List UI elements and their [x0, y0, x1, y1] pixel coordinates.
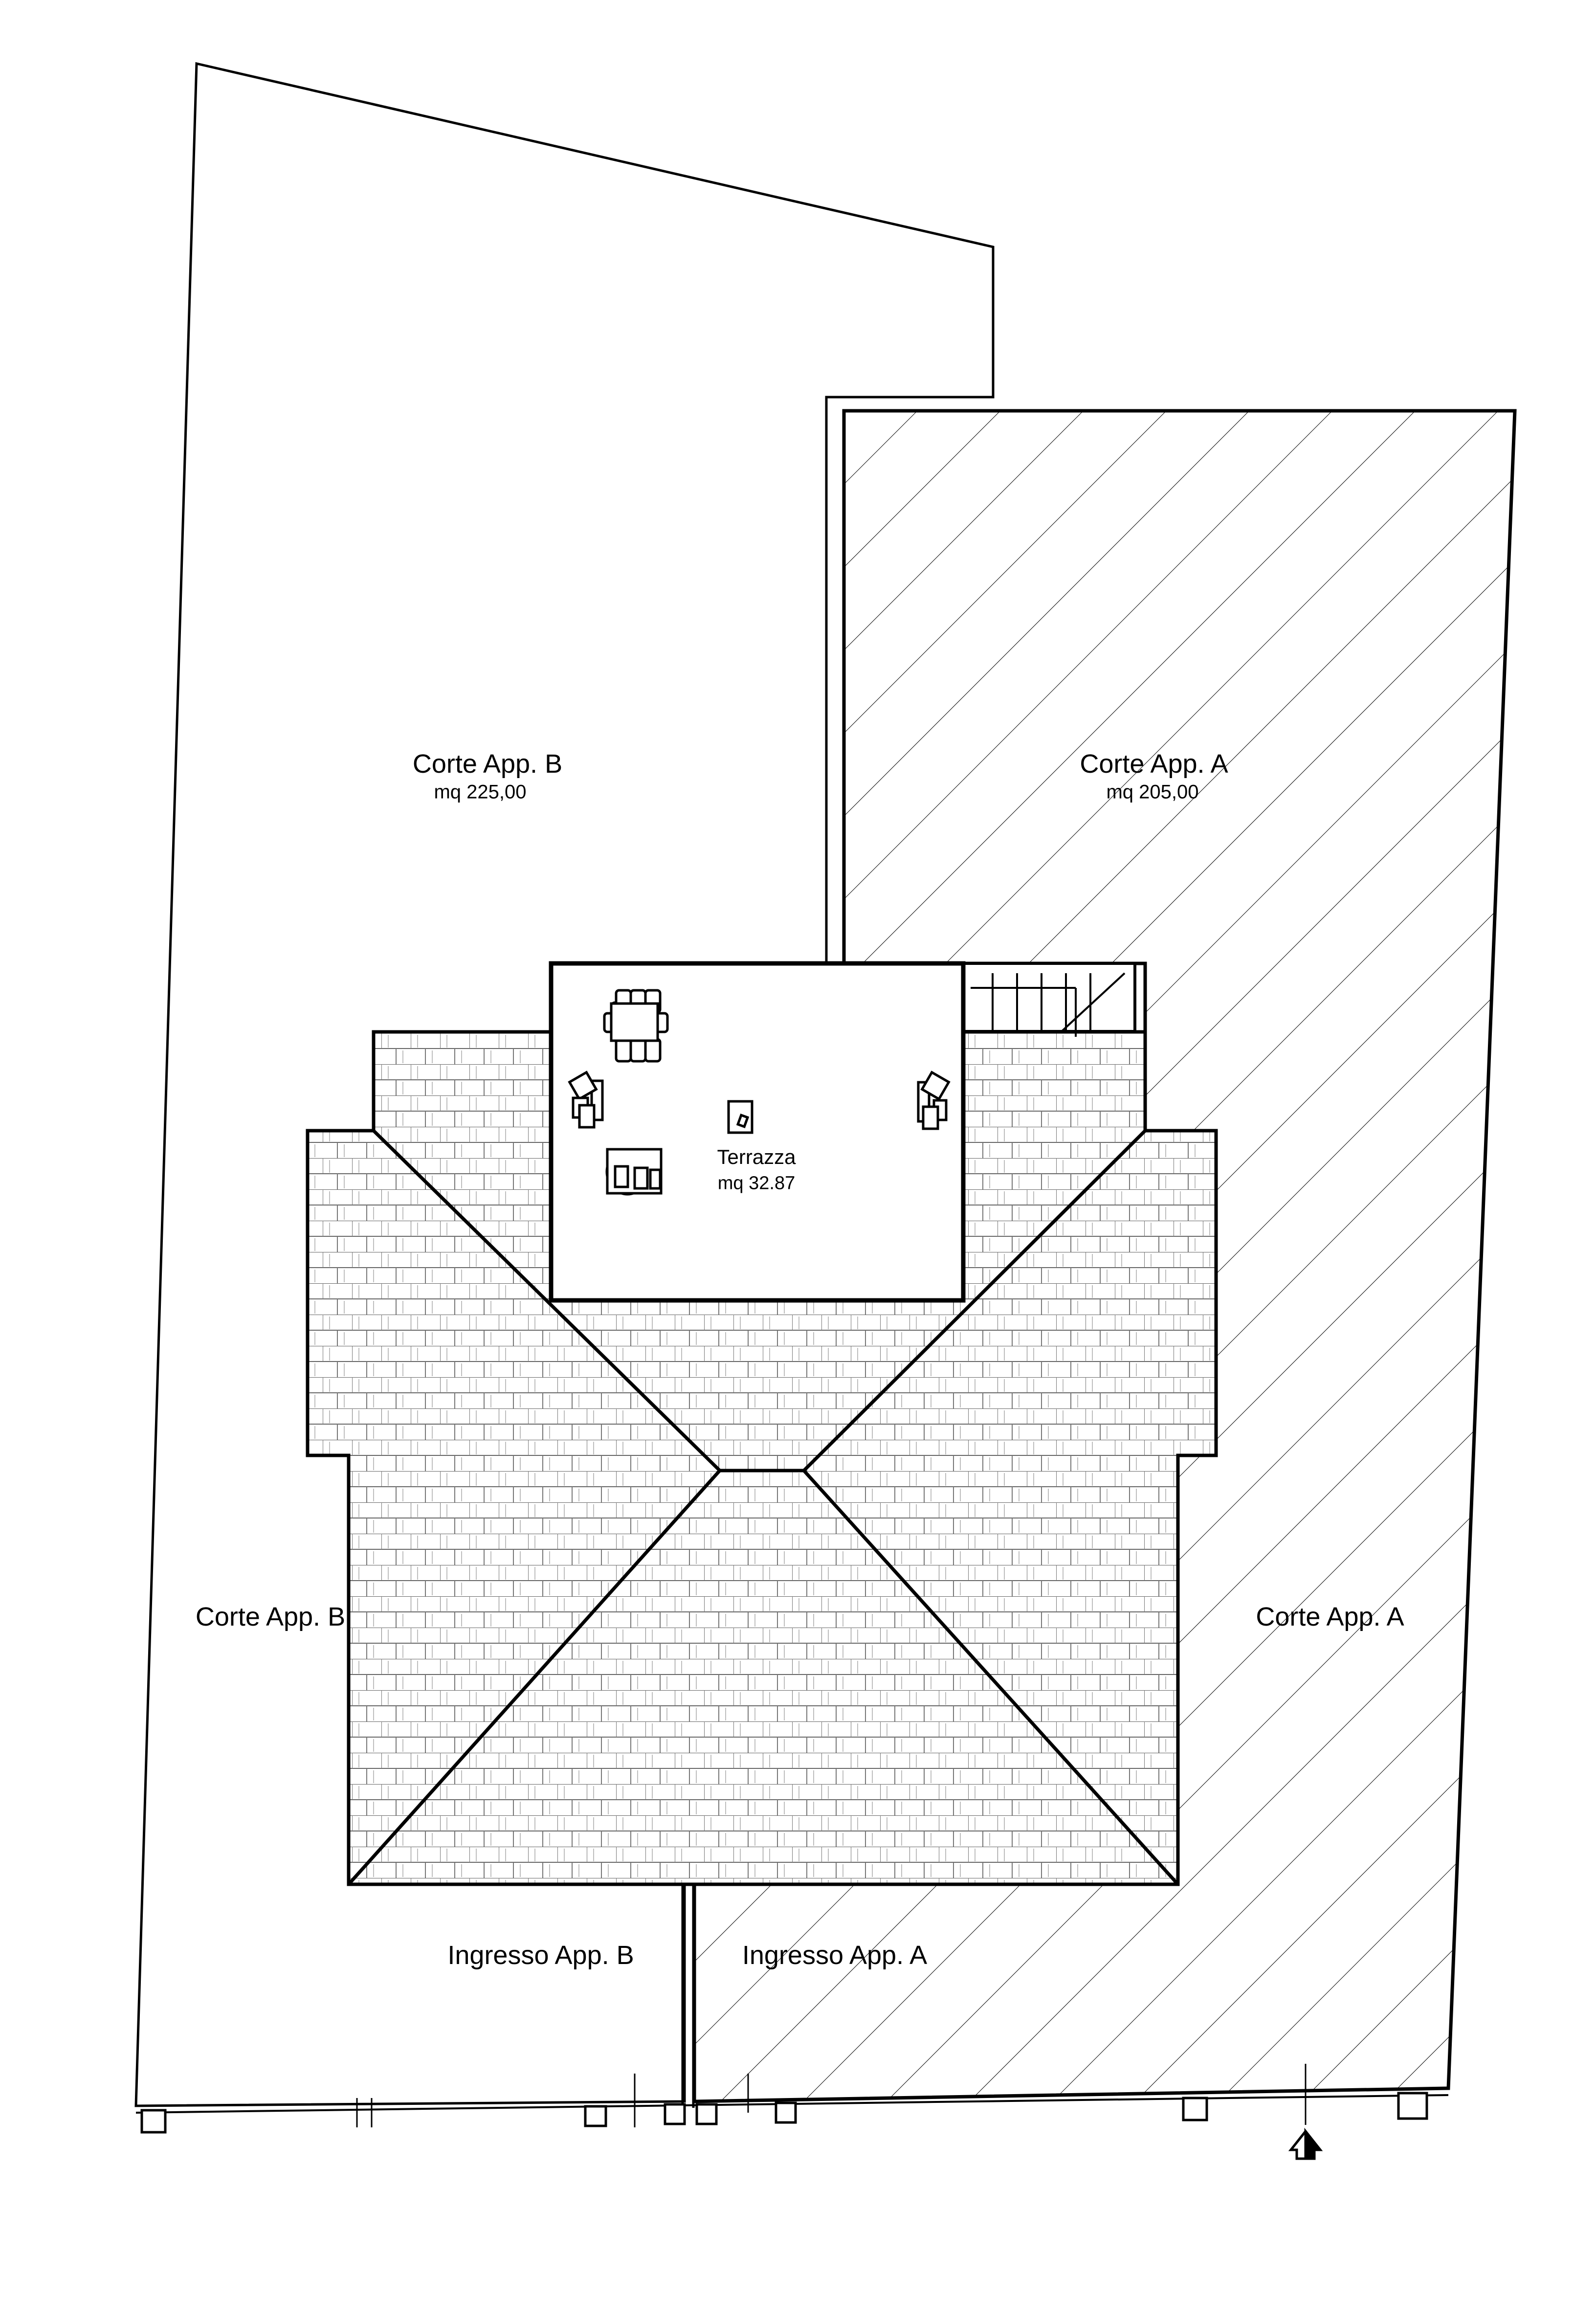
- label-corte-a-side: Corte App. A: [1256, 1602, 1404, 1631]
- dining-table-icon: [603, 989, 669, 1063]
- label-corte-b-top: Corte App. B: [412, 749, 563, 779]
- footings: [140, 2092, 1428, 2134]
- entrance-arrow-icon: [1288, 2127, 1323, 2160]
- label-corte-a-top: Corte App. A: [1080, 749, 1228, 779]
- label-corte-a-area: mq 205,00: [1106, 781, 1199, 803]
- label-terrazza-area: mq 32.87: [717, 1173, 796, 1194]
- sofa-icon: [606, 1148, 663, 1195]
- label-ingresso-a: Ingresso App. A: [742, 1941, 928, 1970]
- stair: [962, 962, 1136, 1037]
- label-terrazza: Terrazza: [717, 1145, 796, 1168]
- label-corte-b-area: mq 225,00: [434, 781, 527, 803]
- label-corte-b-side: Corte App. B: [195, 1602, 346, 1631]
- lounge-chair-left-icon: [568, 1071, 604, 1129]
- label-ingresso-b: Ingresso App. B: [447, 1941, 634, 1970]
- lounge-chair-right-icon: [917, 1071, 951, 1130]
- roof-ridges: [347, 1129, 1179, 1886]
- coffee-table-icon: [727, 1100, 754, 1134]
